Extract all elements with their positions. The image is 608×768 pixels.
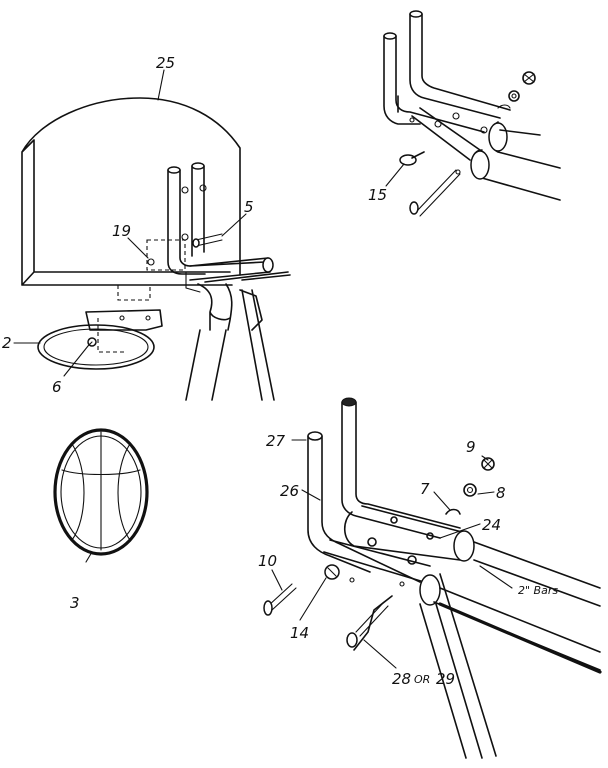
label-part-26: 26: [280, 482, 299, 500]
label-part-24: 24: [482, 516, 501, 534]
label-part-8: 8: [496, 484, 506, 502]
leader-lines: [13, 69, 513, 669]
label-part-28: 28: [392, 670, 411, 688]
backboard: [21, 97, 241, 286]
ball: [53, 428, 149, 556]
label-part-19: 19: [112, 222, 131, 240]
label-part-15: 15: [368, 186, 387, 204]
label-part-5: 5: [244, 198, 254, 216]
label-part-3: 3: [70, 594, 80, 612]
label-part-14: 14: [290, 624, 309, 642]
label-part-6: 6: [52, 378, 62, 396]
label-part-25: 25: [156, 54, 175, 72]
backboard-assembly: [21, 97, 291, 401]
label-part-29: 29: [436, 670, 455, 688]
label-part-10: 10: [258, 552, 277, 570]
label-or: OR: [414, 673, 430, 686]
label-part-9: 9: [466, 438, 476, 456]
label-part-7: 7: [420, 480, 430, 498]
detail-top-right: [383, 10, 561, 217]
label-part-2: 2: [2, 334, 12, 352]
label-2in-bars: 2" Bars: [518, 584, 558, 597]
part-labels: 25 19 5 2 6 15 3 27 26 9 7 8 24 10 14 28…: [2, 54, 558, 688]
detail-bottom-right: [263, 397, 602, 759]
backboard-upright-left: [167, 169, 266, 275]
hoop-rim: [37, 309, 163, 370]
support-pipe: [197, 283, 233, 331]
label-part-27: 27: [266, 432, 286, 450]
